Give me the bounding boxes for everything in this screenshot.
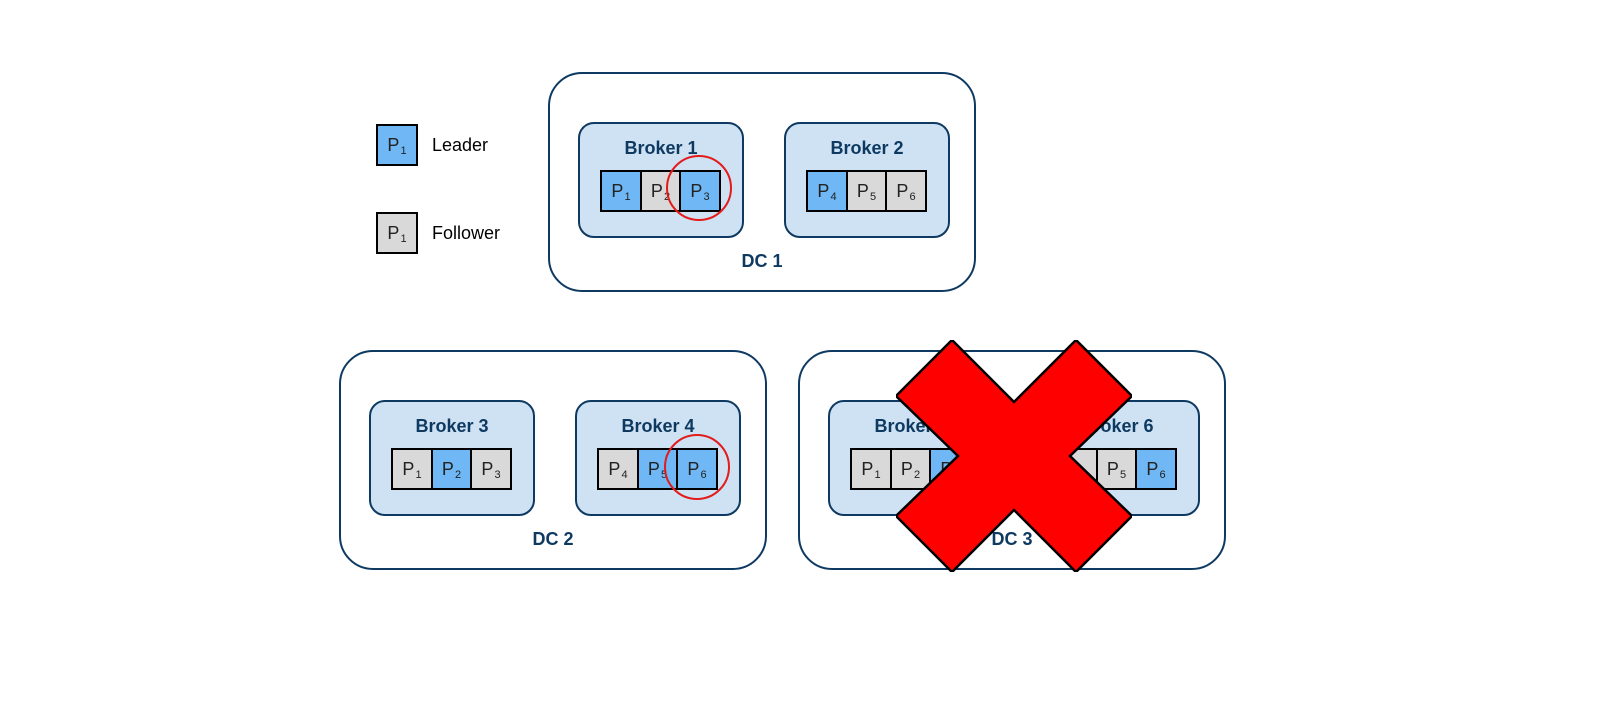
partition-letter: P	[647, 459, 660, 479]
partition-sub: 4	[830, 191, 837, 203]
partition-letter: P	[1106, 459, 1119, 479]
dc-label: DC 2	[532, 529, 574, 549]
partition-letter: P	[856, 181, 869, 201]
legend-follower-sub: 1	[400, 233, 407, 245]
partition-letter: P	[650, 181, 663, 201]
broker-title: Broker 2	[830, 138, 904, 158]
partition-sub: 5	[1119, 469, 1127, 481]
partition-sub: 5	[869, 191, 877, 203]
partition-sub: 1	[415, 469, 422, 481]
broker-title: Broker 3	[415, 416, 489, 436]
legend-leader-letter: P	[387, 135, 400, 155]
legend-leader-label: Leader	[432, 134, 489, 155]
legend-follower-label: Follower	[432, 222, 501, 243]
partition-sub: 3	[703, 191, 710, 203]
partition-sub: 1	[624, 191, 631, 203]
legend-follower-letter: P	[387, 223, 400, 243]
partition-letter: P	[611, 181, 624, 201]
partition-letter: P	[687, 459, 700, 479]
partition-letter: P	[441, 459, 454, 479]
partition-sub: 6	[1159, 469, 1166, 481]
partition-letter: P	[1146, 459, 1159, 479]
broker-title: Broker 1	[624, 138, 698, 158]
partition-sub: 2	[913, 469, 921, 481]
partition-sub: 2	[663, 191, 671, 203]
partition-letter: P	[861, 459, 874, 479]
partition-letter: P	[690, 181, 703, 201]
partition-letter: P	[402, 459, 415, 479]
dc-label: DC 1	[741, 251, 783, 271]
partition-letter: P	[817, 181, 830, 201]
partition-sub: 1	[874, 469, 881, 481]
dc-label: DC 3	[991, 529, 1033, 549]
legend-leader-sub: 1	[400, 145, 407, 157]
partition-letter: P	[896, 181, 909, 201]
partition-letter: P	[608, 459, 621, 479]
partition-sub: 6	[700, 469, 707, 481]
partition-sub: 3	[494, 469, 501, 481]
broker-title: Broker 4	[621, 416, 695, 436]
partition-sub: 2	[454, 469, 462, 481]
partition-sub: 4	[621, 469, 628, 481]
partition-sub: 5	[660, 469, 668, 481]
partition-sub: 6	[909, 191, 916, 203]
partition-letter: P	[900, 459, 913, 479]
partition-letter: P	[481, 459, 494, 479]
failure-cross-icon	[896, 340, 1132, 572]
